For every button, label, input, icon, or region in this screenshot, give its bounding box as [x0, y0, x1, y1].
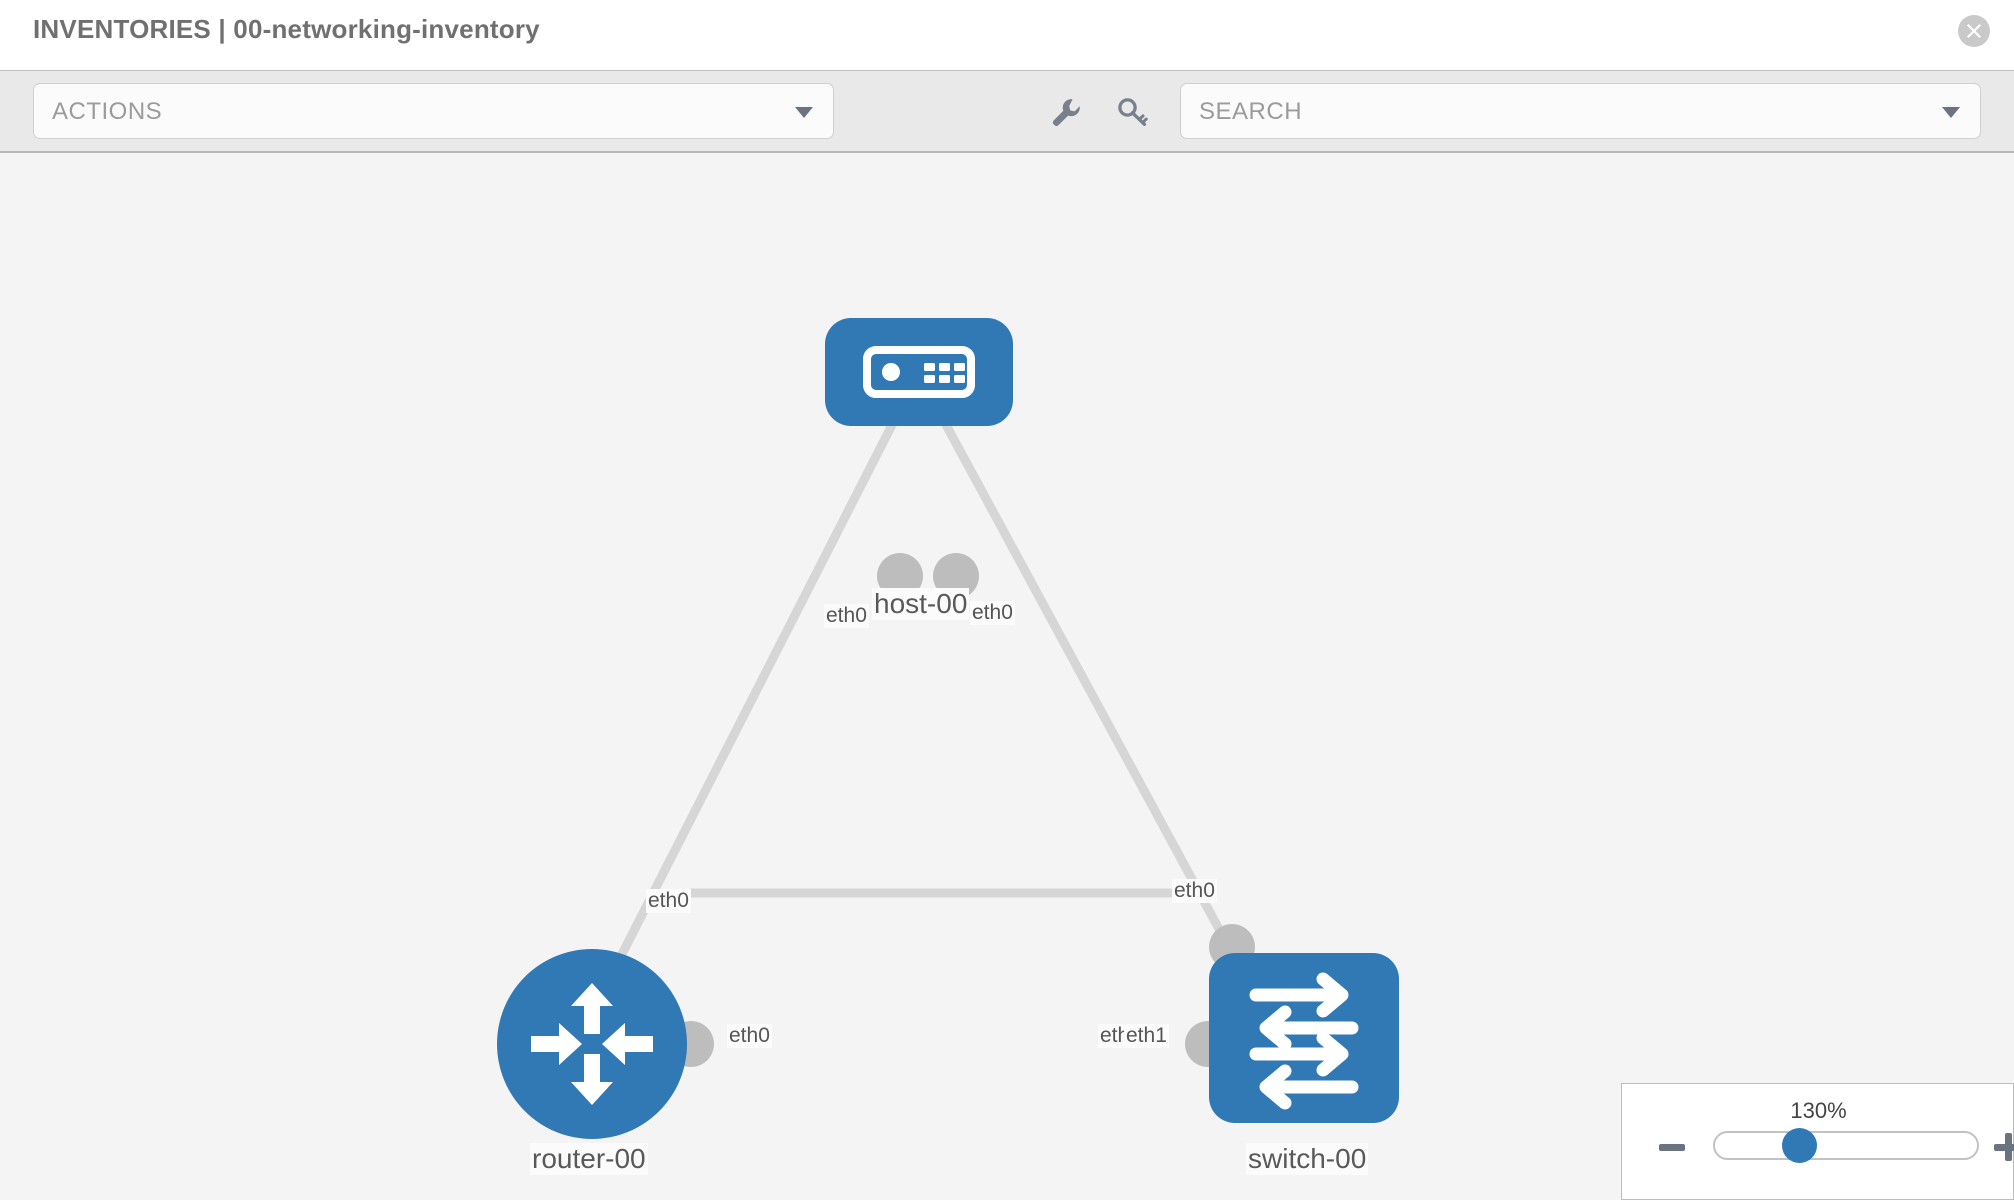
node-host-00[interactable] — [825, 318, 1013, 426]
actions-dropdown[interactable]: ACTIONS — [33, 83, 834, 139]
iface-label-host-left: eth0 — [824, 604, 869, 628]
minus-icon[interactable] — [1659, 1144, 1685, 1151]
node-label-router-00: router-00 — [530, 1143, 648, 1175]
node-router-00[interactable] — [497, 949, 687, 1139]
switch-arrows-icon — [1249, 972, 1359, 1110]
topology-links — [615, 420, 1236, 961]
zoom-control-panel: 130% — [1621, 1083, 2014, 1200]
actions-dropdown-label: ACTIONS — [52, 98, 163, 125]
toolbar: ACTIONS SEARCH — [0, 70, 2014, 153]
iface-label-switch-up: eth0 — [1172, 879, 1217, 903]
node-label-switch-00: switch-00 — [1246, 1143, 1369, 1175]
iface-label-host-right: eth0 — [970, 601, 1015, 625]
search-input[interactable]: SEARCH — [1180, 83, 1981, 139]
server-appliance-icon — [863, 346, 975, 398]
iface-label-router-right: eth0 — [727, 1024, 772, 1048]
page-title: INVENTORIES | 00-networking-inventory — [33, 14, 540, 44]
zoom-slider[interactable] — [1713, 1131, 1979, 1160]
zoom-slider-thumb[interactable] — [1782, 1128, 1817, 1163]
node-switch-00[interactable] — [1209, 953, 1399, 1123]
iface-label-router-up: eth0 — [646, 889, 691, 913]
iface-label-switch-left: eth1 — [1124, 1024, 1169, 1048]
wrench-icon[interactable] — [1048, 95, 1082, 129]
plus-icon[interactable] — [1994, 1133, 2014, 1161]
key-icon[interactable] — [1116, 95, 1150, 129]
chevron-down-icon — [795, 107, 813, 118]
chevron-down-icon — [1942, 107, 1960, 118]
zoom-level-label: 130% — [1790, 1098, 1847, 1123]
router-arrows-icon — [531, 983, 653, 1105]
close-icon[interactable] — [1958, 15, 1990, 47]
search-placeholder: SEARCH — [1199, 98, 1303, 125]
node-label-host-00: host-00 — [872, 588, 970, 620]
page-header: INVENTORIES | 00-networking-inventory — [0, 0, 2014, 70]
topology-canvas[interactable]: eth0 host-00 eth0 router-00 eth0 eth0 — [0, 153, 2014, 1200]
